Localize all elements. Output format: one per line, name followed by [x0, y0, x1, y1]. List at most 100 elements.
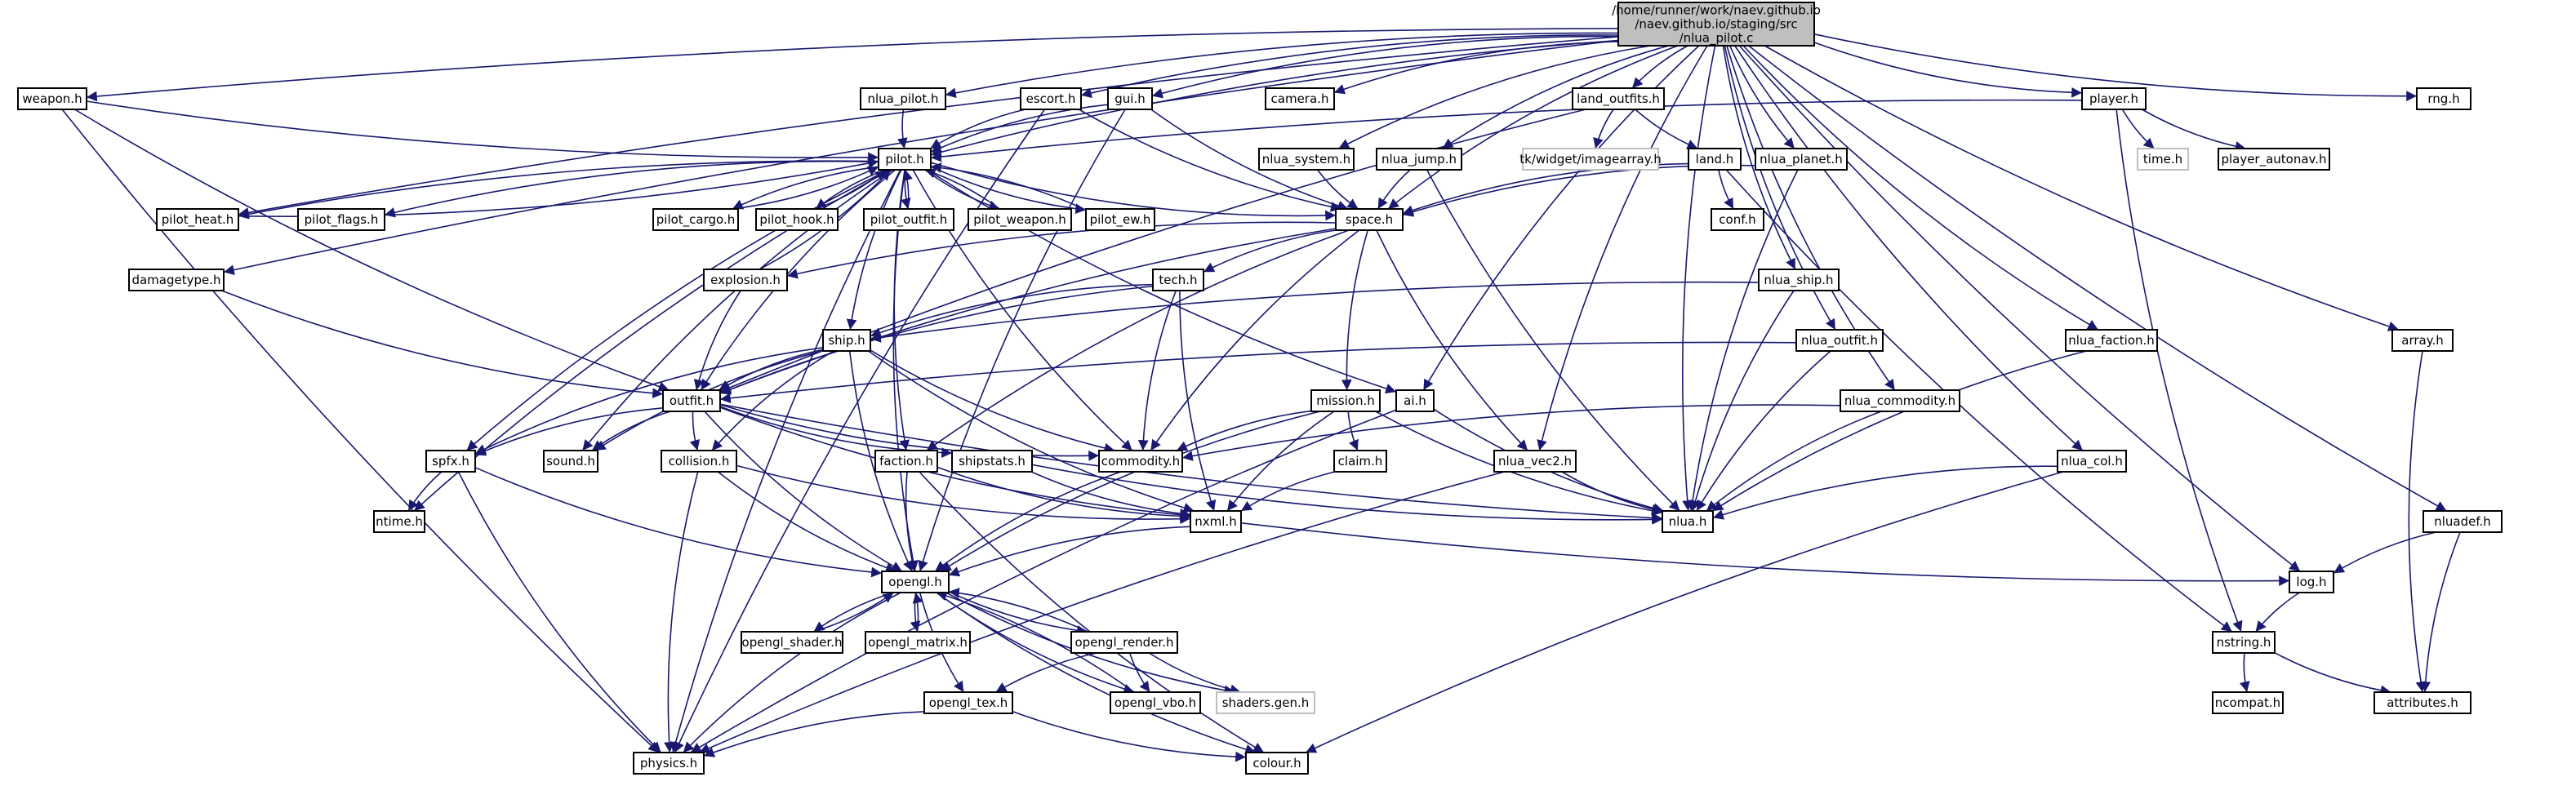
file-node-nlua[interactable]: nlua.h [1662, 510, 1714, 533]
include-edge [1728, 45, 1795, 149]
file-node-nlua-planet[interactable]: nlua_planet.h [1755, 148, 1848, 171]
file-node-nxml[interactable]: nxml.h [1190, 510, 1242, 533]
file-node-opengl-render[interactable]: opengl_render.h [1070, 631, 1178, 654]
file-node-nluadef[interactable]: nluadef.h [2423, 510, 2503, 533]
file-node-rng[interactable]: rng.h [2416, 87, 2471, 110]
file-node-pilot-hook[interactable]: pilot_hook.h [755, 208, 839, 231]
file-node-weapon[interactable]: weapon.h [17, 87, 87, 110]
file-node-opengl[interactable]: opengl.h [881, 571, 950, 593]
file-node-pilot-heat[interactable]: pilot_heat.h [156, 208, 239, 231]
file-node-log[interactable]: log.h [2289, 571, 2334, 593]
include-edge [698, 471, 1505, 753]
file-node-ntime[interactable]: ntime.h [373, 510, 425, 533]
file-node-camera[interactable]: camera.h [1265, 87, 1335, 110]
node-label: rng.h [2427, 91, 2459, 106]
file-node-land-outfits[interactable]: land_outfits.h [1572, 87, 1665, 110]
include-edge [2408, 350, 2427, 693]
node-label: collision.h [669, 454, 730, 468]
include-edge [1375, 411, 1663, 517]
node-box [1572, 87, 1665, 110]
node-label: faction.h [879, 454, 933, 468]
file-node-pilot-cargo[interactable]: pilot_cargo.h [652, 208, 739, 231]
include-edge [689, 411, 701, 451]
file-node-opengl-tex[interactable]: opengl_tex.h [923, 691, 1013, 714]
include-edge [719, 406, 1191, 521]
file-node-opengl-shader[interactable]: opengl_shader.h [741, 631, 843, 654]
file-node-land[interactable]: land.h [1688, 148, 1742, 171]
include-edge [223, 39, 1619, 275]
node-box [1376, 148, 1462, 171]
file-node-ship[interactable]: ship.h [822, 329, 871, 352]
file-node-pilot-ew[interactable]: pilot_ew.h [1085, 208, 1155, 231]
include-edge [711, 350, 834, 451]
include-edge [1635, 109, 1698, 149]
include-edge [407, 471, 443, 512]
file-node-ai[interactable]: ai.h [1395, 389, 1435, 412]
node-box [2057, 450, 2127, 473]
file-node-space[interactable]: space.h [1335, 208, 1404, 231]
include-edge [238, 36, 1619, 218]
file-node-faction[interactable]: faction.h [874, 450, 938, 473]
file-node-pilot[interactable]: pilot.h [878, 148, 932, 171]
file-node-damagetype[interactable]: damagetype.h [128, 269, 225, 291]
node-label: ai.h [1404, 393, 1426, 408]
node-label: land_outfits.h [1577, 91, 1660, 107]
include-edge [1137, 290, 1177, 451]
node-label: ship.h [828, 333, 865, 348]
file-node-pilot-outfit[interactable]: pilot_outfit.h [863, 208, 954, 231]
node-box [2289, 571, 2334, 593]
file-node-nlua-jump[interactable]: nlua_jump.h [1376, 148, 1462, 171]
file-node-nstring[interactable]: nstring.h [2212, 631, 2276, 654]
file-node-gui[interactable]: gui.h [1107, 87, 1153, 110]
file-node-claim[interactable]: claim.h [1333, 450, 1387, 473]
file-node-conf[interactable]: conf.h [1711, 208, 1764, 231]
file-node-sound[interactable]: sound.h [543, 450, 598, 473]
node-label: /naev.github.io/staging/src [1635, 17, 1797, 32]
include-edge [719, 403, 1100, 461]
file-node-nlua-ship[interactable]: nlua_ship.h [1758, 269, 1840, 291]
file-node-nlua-pilot[interactable]: nlua_pilot.h [860, 87, 946, 110]
include-edge [664, 471, 699, 753]
file-node-nlua-faction[interactable]: nlua_faction.h [2065, 329, 2158, 352]
file-node-player[interactable]: player.h [2081, 87, 2147, 110]
file-node-pilot-flags[interactable]: pilot_flags.h [297, 208, 385, 231]
file-node-attributes[interactable]: attributes.h [2374, 691, 2471, 714]
file-node-commodity[interactable]: commodity.h [1098, 450, 1183, 473]
file-node-nlua-vec2[interactable]: nlua_vec2.h [1493, 450, 1577, 473]
node-box [863, 208, 954, 231]
file-node-nlua-col[interactable]: nlua_col.h [2057, 450, 2127, 473]
node-box [874, 450, 938, 473]
file-node-physics[interactable]: physics.h [633, 752, 705, 775]
node-box [1395, 389, 1435, 412]
file-node-tech[interactable]: tech.h [1152, 269, 1204, 291]
include-edge [948, 591, 1088, 636]
include-edge [384, 160, 879, 218]
file-node-opengl-vbo[interactable]: opengl_vbo.h [1110, 691, 1201, 714]
file-node-escort[interactable]: escort.h [1020, 87, 1082, 110]
include-edge [1561, 471, 1663, 515]
file-node-colour[interactable]: colour.h [1245, 752, 1309, 775]
node-box [1107, 87, 1153, 110]
file-node-mission[interactable]: mission.h [1310, 389, 1381, 412]
file-node-collision[interactable]: collision.h [661, 450, 737, 473]
node-box [2137, 148, 2189, 171]
file-node-ncompat[interactable]: ncompat.h [2212, 691, 2284, 714]
file-node-shipstats[interactable]: shipstats.h [951, 450, 1033, 473]
file-node-explosion[interactable]: explosion.h [703, 269, 788, 291]
node-label: shaders.gen.h [1222, 695, 1310, 710]
file-node-array[interactable]: array.h [2391, 329, 2454, 352]
file-node-nlua-commodity[interactable]: nlua_commodity.h [1840, 389, 1960, 412]
include-edge [1725, 169, 2233, 633]
node-label: escort.h [1026, 91, 1076, 106]
include-edge [1377, 169, 1411, 210]
include-edge [1240, 522, 2290, 586]
file-node-pilot-weapon[interactable]: pilot_weapon.h [968, 208, 1072, 231]
file-node-nlua-outfit[interactable]: nlua_outfit.h [1795, 329, 1884, 352]
file-node-player-autonav[interactable]: player_autonav.h [2218, 148, 2330, 171]
file-node-spfx[interactable]: spfx.h [425, 450, 476, 473]
file-node-opengl-matrix[interactable]: opengl_matrix.h [865, 631, 971, 654]
node-box [1662, 510, 1714, 533]
file-node-outfit[interactable]: outfit.h [662, 389, 721, 412]
file-node-nlua-system[interactable]: nlua_system.h [1258, 148, 1355, 171]
include-edge [1631, 45, 1688, 89]
